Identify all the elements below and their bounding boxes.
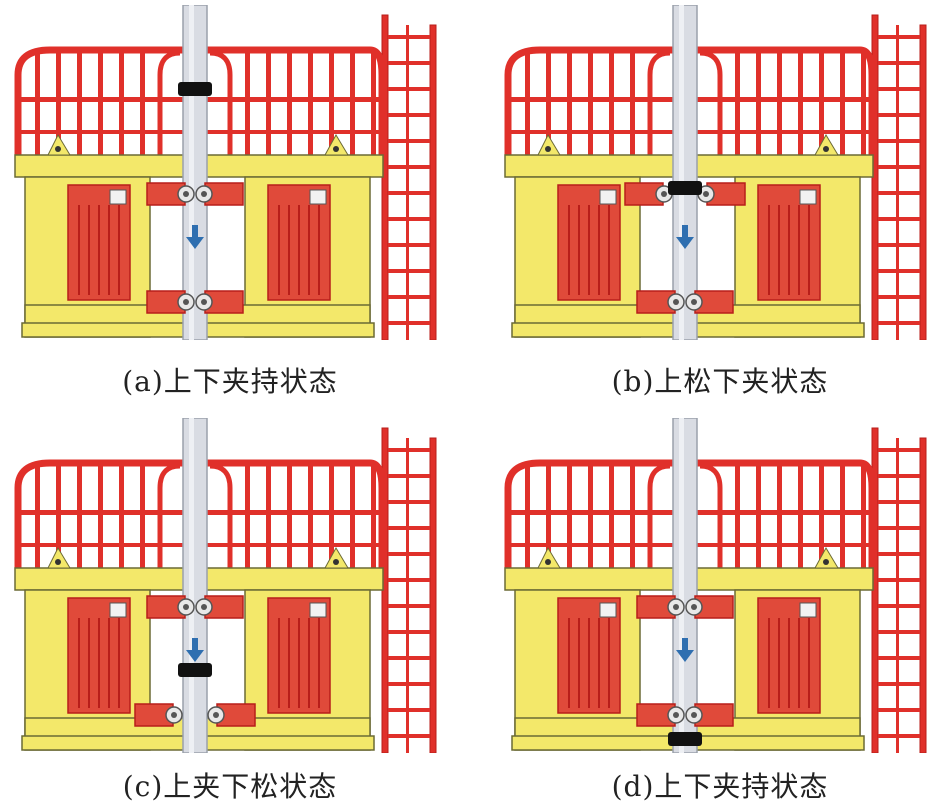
caption-a: (a)上下夹持状态 (122, 365, 338, 398)
left-cylinder-block (67, 184, 131, 301)
pipe-marker (178, 82, 212, 96)
upper-clamp (146, 182, 244, 206)
lower-clamp (636, 290, 734, 314)
drill-pipe (182, 418, 208, 753)
panel-b (500, 5, 940, 340)
down-arrow-icon (186, 638, 204, 662)
left-cylinder-block (67, 597, 131, 714)
right-cylinder-block (267, 184, 331, 301)
machine-illustration (14, 418, 437, 753)
down-arrow-icon (676, 638, 694, 662)
panel-c (10, 418, 450, 753)
pipe-marker (668, 732, 702, 746)
lower-clamp (134, 703, 256, 727)
caption-c: (c)上夹下松状态 (122, 770, 338, 803)
right-cylinder-block (757, 597, 821, 714)
ladder (871, 427, 927, 753)
ladder (871, 14, 927, 340)
upper-clamp (636, 595, 734, 619)
drill-pipe (672, 5, 698, 340)
lower-clamp (146, 290, 244, 314)
left-cylinder-block (557, 184, 621, 301)
caption-d: (d)上下夹持状态 (611, 770, 829, 803)
panel-d (500, 418, 940, 753)
pipe-marker (178, 663, 212, 677)
down-arrow-icon (676, 225, 694, 249)
drill-pipe (182, 5, 208, 340)
machine-illustration (14, 5, 437, 340)
pipe-marker (668, 181, 702, 195)
panel-a (10, 5, 450, 340)
ladder (381, 14, 437, 340)
right-cylinder-block (757, 184, 821, 301)
machine-illustration (504, 418, 927, 753)
caption-b: (b)上松下夹状态 (611, 365, 829, 398)
ladder (381, 427, 437, 753)
left-cylinder-block (557, 597, 621, 714)
right-cylinder-block (267, 597, 331, 714)
upper-clamp (146, 595, 244, 619)
down-arrow-icon (186, 225, 204, 249)
machine-illustration (504, 5, 927, 340)
lower-clamp (636, 703, 734, 727)
drill-pipe (672, 418, 698, 753)
